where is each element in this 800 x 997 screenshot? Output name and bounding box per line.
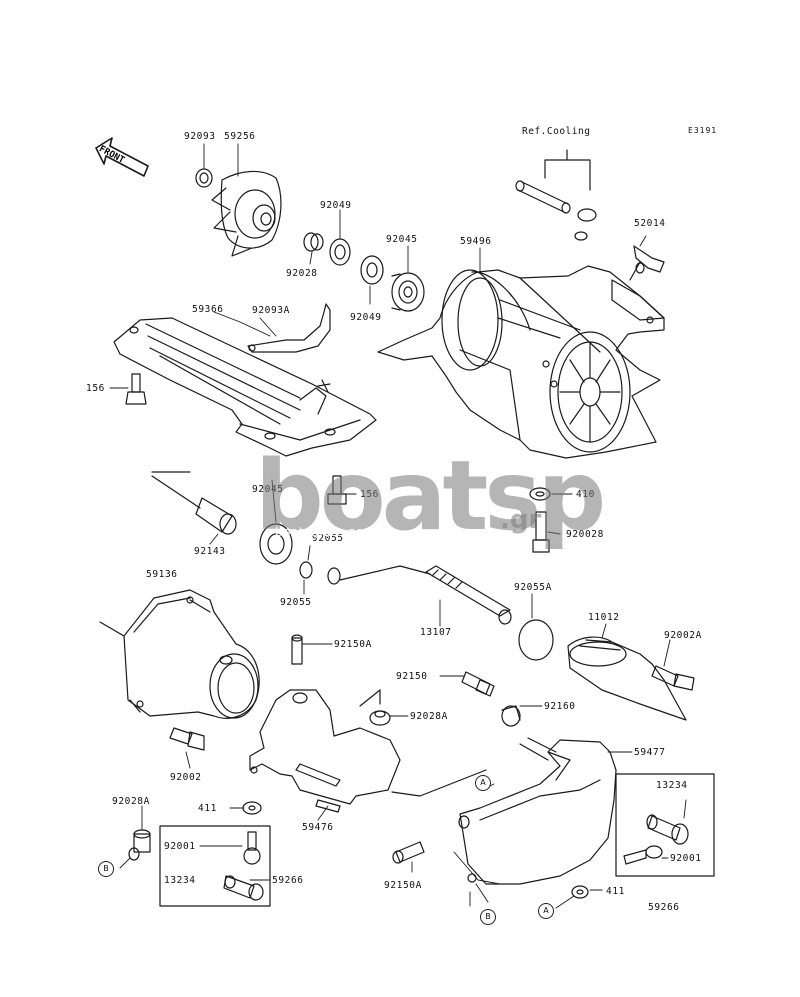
part-92160-collar [501,705,521,727]
part-59476-deflector [249,689,487,813]
part-label: 92049 [350,312,382,323]
part-label: 92150 [396,671,428,682]
part-11012-cone [567,636,687,721]
part-label: 13107 [420,627,452,638]
part-92045-bearing-lower [259,523,293,565]
part-label: 59256 [224,131,256,142]
part-label: 59266 [272,875,304,886]
part-label: 59477 [634,747,666,758]
part-label: 59496 [460,236,492,247]
part-92150-bolt [461,671,495,697]
ref-cooling-note: Ref.Cooling [522,126,591,137]
part-410-washer [529,487,551,501]
part-92028A-bushing [128,829,151,861]
part-label: 52014 [634,218,666,229]
part-156-bolt-a [125,373,147,405]
part-92143-sleeve [151,471,237,535]
part-92028-collar [303,232,324,252]
part-label: 92055 [280,597,312,608]
kit-59266-right [615,773,715,877]
part-label: 411 [198,803,217,814]
part-92049-washer-a [329,238,351,266]
watermark-tagline: boat spare parts [275,525,382,539]
part-label: 411 [606,886,625,897]
diagram-code: E3191 [688,126,718,135]
leader-lines [109,143,687,909]
part-59496-pump-case [377,265,665,459]
part-label: 920028 [566,529,604,540]
part-label: 92028A [112,796,150,807]
part-92002A-bolt [651,665,695,691]
part-411-washer-left [242,801,262,815]
part-59256-impeller [211,170,282,257]
part-label: 92160 [544,701,576,712]
part-label: 92002A [664,630,702,641]
part-label: 92045 [252,484,284,495]
part-59136-nozzle [99,589,260,719]
part-ref-cooling-hose [515,149,597,241]
part-92055-o-ring [299,561,341,585]
part-label: 92093 [184,131,216,142]
part-52014-nipple [629,245,665,281]
part-92093A-bracket [247,303,331,353]
part-label: 92150A [384,880,422,891]
part-label: 92001 [670,853,702,864]
part-label: 13234 [656,780,688,791]
marker-a-top: A [475,775,491,791]
part-label: 410 [576,489,595,500]
part-label: 13234 [164,875,196,886]
watermark-tld: .gr [500,505,542,535]
front-arrow-icon [95,137,149,177]
part-411-washer-right [571,885,589,899]
part-label: 92045 [386,234,418,245]
part-92002-bolt [169,727,205,751]
part-92045-bearing [391,272,425,312]
part-59477-reverse-bucket [458,737,617,885]
part-920028-bolt [532,511,550,553]
part-label: 92143 [194,546,226,557]
part-92150A-bolt-lower [392,841,425,864]
part-92055A-o-ring [518,619,554,661]
part-label: 92028 [286,268,318,279]
part-label: 92055 [312,533,344,544]
part-label: 92055A [514,582,552,593]
part-92028A-collar-top [369,710,391,726]
kit-59266-left [159,825,271,907]
part-92150A-bolt-top [291,634,303,665]
part-label: 92093A [252,305,290,316]
part-label: 59136 [146,569,178,580]
part-92049-washer-b [360,255,384,285]
part-label: 92001 [164,841,196,852]
part-156-bolt-b [327,475,347,505]
watermark-logo: boatsp [255,440,606,552]
marker-b-bottom: B [480,909,496,925]
marker-b-left: B [98,861,114,877]
marker-a-bottom: A [538,903,554,919]
part-label: 92002 [170,772,202,783]
part-13107-shaft [339,565,512,625]
part-label: 59476 [302,822,334,833]
part-92093-ring [195,168,213,188]
part-label: 59266 [648,902,680,913]
part-label: 92028A [410,711,448,722]
part-label: 59366 [192,304,224,315]
part-label: 156 [86,383,105,394]
part-label: 156 [360,489,379,500]
part-59366-intake-grate [113,317,377,457]
part-label: 11012 [588,612,620,623]
part-label: 92049 [320,200,352,211]
part-label: 92150A [334,639,372,650]
